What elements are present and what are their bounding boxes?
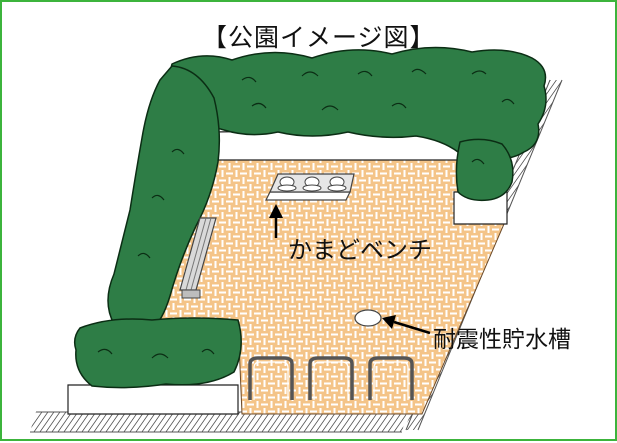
kamado-bench [265,173,355,201]
diagram-title: 【公園イメージ図】 [202,23,436,52]
hedge-detail [97,68,515,359]
bike-stands [248,356,414,400]
arrow-kamado-bench [269,204,283,238]
water-tank-cover [354,309,382,327]
label-kamado-bench: かまどベンチ [288,236,432,264]
arrow-water-tank [382,315,431,335]
hedge [73,46,547,389]
label-water-tank: 耐震性貯水槽 [433,327,571,353]
long-bench [179,217,217,299]
